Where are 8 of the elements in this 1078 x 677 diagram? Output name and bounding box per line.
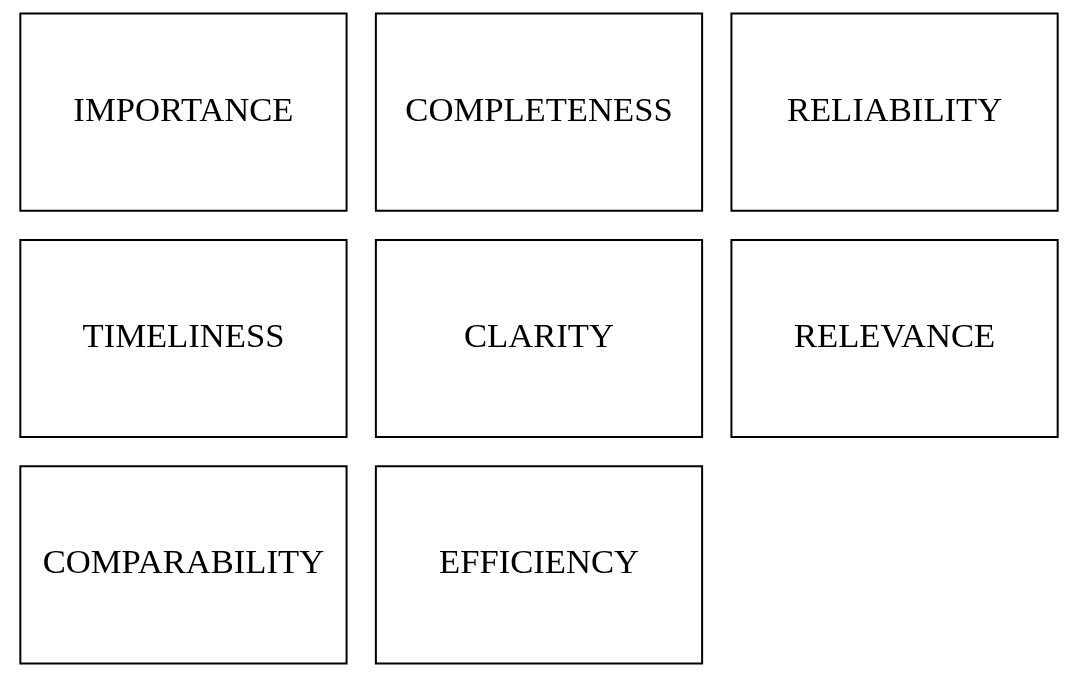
node-box: RELIABILITY (730, 12, 1059, 212)
node-box: COMPLETENESS (374, 12, 704, 212)
node-box: EFFICIENCY (374, 465, 704, 665)
node-box: IMPORTANCE (19, 12, 348, 212)
node-box: RELEVANCE (730, 238, 1059, 439)
node-box: TIMELINESS (19, 238, 348, 439)
node-box: CLARITY (374, 238, 704, 439)
node-box: COMPARABILITY (19, 465, 348, 665)
